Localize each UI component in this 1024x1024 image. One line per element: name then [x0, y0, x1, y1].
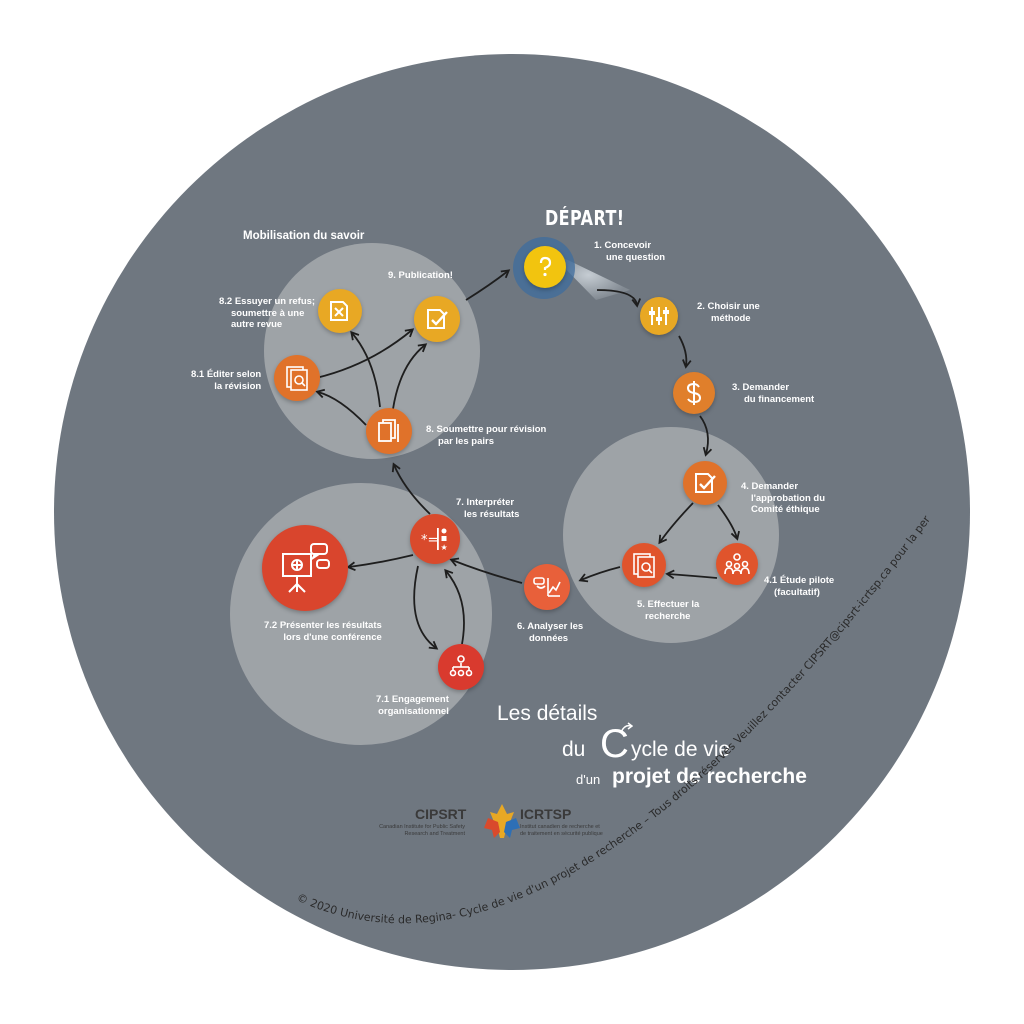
question-icon: [539, 256, 552, 277]
arrow-5-6: [578, 566, 621, 583]
step-71-node[interactable]: [438, 644, 484, 690]
step-1-node[interactable]: [524, 246, 566, 288]
logo-left-name: CIPSRT: [415, 806, 467, 822]
arrow-81-9: [315, 328, 415, 379]
arrow-8-9: [392, 343, 428, 410]
arrow-7-72: [346, 554, 414, 572]
arrow-41-5: [665, 569, 718, 580]
logo-right-name: ICRTSP: [520, 806, 572, 822]
maple-leaf-logo: [484, 804, 520, 838]
step-2-node[interactable]: [640, 297, 678, 335]
arrow-9-1: [465, 269, 511, 301]
organization-icon: [449, 655, 473, 677]
step-4-node[interactable]: [683, 461, 727, 505]
arrow-6-7: [449, 557, 523, 584]
mobilisation-title: Mobilisation du savoir: [243, 230, 365, 242]
rejected-document-icon: [330, 301, 348, 321]
title-line-3-main: projet de recherche: [612, 765, 807, 788]
step-41-node[interactable]: [716, 543, 758, 585]
step-72-node[interactable]: [262, 525, 348, 611]
step-7-node[interactable]: *= ★: [410, 514, 460, 564]
depart-title: DÉPART!: [545, 206, 625, 230]
documents-icon: [378, 419, 399, 442]
arrow-4-41: [717, 504, 740, 541]
svg-text:*=: *=: [421, 533, 438, 548]
step-6-node[interactable]: [524, 564, 570, 610]
sliders-icon: [649, 307, 669, 325]
arrow-1-2: [596, 289, 641, 308]
symbols-icon: *= ★: [421, 528, 448, 552]
step-9-node[interactable]: [414, 296, 460, 342]
title-cycle-c: C: [600, 722, 629, 766]
checklist-icon: [695, 473, 716, 493]
background-circle: [54, 54, 970, 970]
team-icon: [724, 553, 750, 575]
analysis-chart-icon: [533, 577, 561, 597]
published-document-icon: [427, 309, 448, 329]
arrow-7-71: [413, 565, 439, 650]
arrow-71-7: [444, 568, 465, 645]
step-5-node[interactable]: [622, 543, 666, 587]
conference-presentation-icon: [282, 543, 330, 593]
logo-block: CIPSRT Canadian Institute for Public Saf…: [379, 800, 640, 850]
title-line-3-prefix: d'un: [576, 772, 601, 787]
arrow-8-81: [315, 388, 367, 426]
svg-text:★: ★: [441, 543, 448, 552]
research-document-icon: [633, 553, 655, 578]
title-line-2-suffix: ycle de vie: [631, 738, 731, 761]
step-81-node[interactable]: [274, 355, 320, 401]
title-line-2-prefix: du: [562, 738, 586, 761]
step-41-label: 4.1 Étude pilote(facultatif): [764, 575, 835, 598]
dollar-icon: [686, 381, 702, 405]
step-82-node[interactable]: [318, 289, 362, 333]
arrow-2-3: [678, 335, 692, 369]
step-3-node[interactable]: [673, 372, 715, 414]
step-9-label: 9. Publication!: [388, 270, 453, 281]
title-line-1: Les détails: [497, 702, 598, 725]
arrow-3-4: [699, 415, 713, 457]
edit-document-icon: [286, 366, 308, 391]
arrow-4-5: [658, 502, 694, 545]
step-8-node[interactable]: [366, 408, 412, 454]
arrow-8-82: [350, 330, 381, 408]
cycle-arrow-icon: [620, 722, 633, 733]
arrow-7-8: [391, 462, 431, 515]
cluster-publication: [264, 243, 480, 459]
